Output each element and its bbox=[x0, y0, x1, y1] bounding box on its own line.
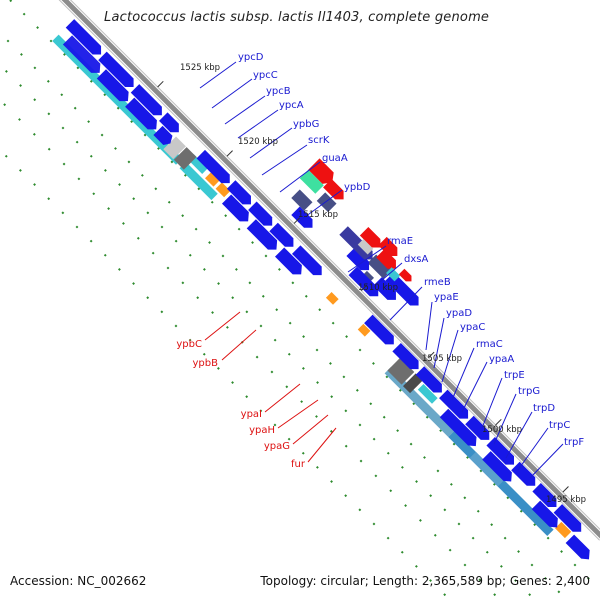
gene-label: ypcB bbox=[266, 86, 291, 97]
gene-label: trpE bbox=[504, 370, 525, 381]
gene-label: ypaD bbox=[446, 308, 472, 319]
gene-label: scrK bbox=[308, 135, 330, 146]
topology-text: Topology: circular; Length: 2,365,589 bp… bbox=[260, 574, 590, 588]
tick-label: 1505 kbp bbox=[422, 354, 462, 364]
gene-label: ypaG bbox=[264, 441, 290, 452]
gene-label: ypcC bbox=[253, 70, 278, 81]
gene-label: ypaH bbox=[249, 425, 275, 436]
gene-label: fur bbox=[291, 459, 306, 470]
rna-band bbox=[52, 34, 554, 536]
reverse-gene-track bbox=[299, 158, 412, 282]
gene-label: ypaA bbox=[489, 354, 514, 365]
tick-label: 1510 kbp bbox=[358, 283, 398, 293]
tick-label: 1515 kbp bbox=[298, 210, 338, 220]
gene-label: dxsA bbox=[404, 254, 428, 265]
forward-gene-labels: ypcD ypcC ypcB ypcA ypbG scrK guaA ypbD … bbox=[238, 52, 584, 448]
gene-label: trpD bbox=[533, 403, 555, 414]
gene-label: trpF bbox=[564, 437, 584, 448]
gene-label: ypaC bbox=[460, 322, 485, 333]
gene-label: guaA bbox=[322, 153, 348, 164]
gene-label: ypbB bbox=[193, 358, 219, 369]
tick-label: 1500 kbp bbox=[482, 425, 522, 435]
gene-label: trpG bbox=[518, 386, 540, 397]
gene-label: ypbC bbox=[176, 339, 202, 350]
forward-leader-lines bbox=[199, 61, 564, 479]
reverse-leader-lines bbox=[204, 311, 337, 463]
tick-label: 1525 kbp bbox=[180, 63, 220, 73]
reverse-gene-labels: ypbC ypbB ypaI ypaH ypaG fur bbox=[176, 339, 305, 470]
map-title: Lactococcus lactis subsp. lactis Il1403,… bbox=[104, 10, 490, 25]
gene-label: rmaC bbox=[476, 339, 503, 350]
gene-label: ypbG bbox=[293, 119, 319, 130]
gene-label: ypaI bbox=[241, 409, 262, 420]
genome-backbone bbox=[49, 0, 600, 540]
gene-label: rmeB bbox=[424, 277, 451, 288]
gene-label: ypcD bbox=[238, 52, 264, 63]
gene-label: trpC bbox=[549, 420, 570, 431]
tick-label: 1495 kbp bbox=[546, 495, 586, 505]
gene-label: rmaE bbox=[387, 236, 413, 247]
tick-labels: 1525 kbp 1520 kbp 1515 kbp 1510 kbp 1505… bbox=[180, 63, 586, 505]
forward-gene-track bbox=[62, 19, 590, 560]
gene-label: ypaE bbox=[434, 292, 459, 303]
gene-label: ypcA bbox=[279, 100, 304, 111]
gene-label: ypbD bbox=[344, 182, 371, 193]
tick-label: 1520 kbp bbox=[238, 137, 278, 147]
accession-text: Accession: NC_002662 bbox=[10, 574, 147, 588]
tick-marks bbox=[157, 80, 569, 493]
